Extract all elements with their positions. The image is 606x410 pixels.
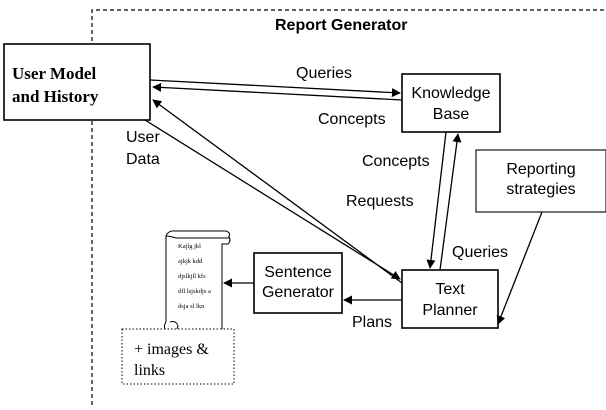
- label-user-data-line2: Data: [126, 151, 160, 168]
- user-model-label-line1: User Model: [12, 64, 96, 83]
- images-links-label-line2: links: [134, 362, 165, 379]
- sentence-generator-node: Sentence Generator: [253, 252, 343, 314]
- images-links-node: + images & links: [121, 328, 235, 385]
- label-concepts-left: Concepts: [318, 111, 386, 128]
- arrow-user-model-to-text-planner: [144, 119, 401, 280]
- document-scroll: Kajlg jkl ajkjk kdd djslkjll kfs dfl lsj…: [163, 230, 231, 333]
- arrow-knowledge-base-to-user-model: [152, 82, 403, 101]
- report-generator-title: Report Generator: [275, 17, 407, 34]
- user-model-label-line2: and History: [12, 87, 99, 106]
- knowledge-base-label-line2: Base: [433, 106, 470, 123]
- knowledge-base-node: Knowledge Base: [401, 73, 501, 133]
- report-generator-boundary: [91, 9, 604, 405]
- label-queries-top: Queries: [296, 65, 352, 82]
- images-links-label-line1: + images &: [134, 341, 209, 358]
- arrow-text-planner-to-user-model: [152, 99, 403, 284]
- arrow-knowledge-base-to-text-planner: [426, 131, 447, 269]
- label-requests: Requests: [346, 193, 414, 210]
- label-plans: Plans: [352, 314, 392, 331]
- text-planner-label-line2: Planner: [422, 302, 478, 319]
- label-queries-right: Queries: [452, 244, 508, 261]
- sentence-generator-label-line1: Sentence: [264, 264, 332, 281]
- document-line-5: dsja sl lkn: [178, 303, 205, 310]
- arrow-text-planner-to-knowledge-base: [439, 133, 462, 271]
- text-planner-node: Text Planner: [401, 269, 499, 329]
- sentence-generator-label-line2: Generator: [262, 284, 335, 301]
- reporting-strategies-label-line1: Reporting: [506, 161, 575, 178]
- user-model-node: User Model and History: [3, 43, 151, 121]
- document-line-2: ajkjk kdd: [178, 258, 203, 265]
- label-concepts-mid: Concepts: [362, 153, 430, 170]
- text-planner-label-line1: Text: [435, 281, 465, 298]
- arrow-reporting-strategies-to-text-planner: [496, 211, 543, 325]
- document-line-4: dfl lsjskdjs a: [178, 288, 211, 295]
- knowledge-base-label-line1: Knowledge: [411, 85, 490, 102]
- document-line-1: Kajlg jkl: [178, 243, 201, 250]
- arrow-user-model-to-knowledge-base: [149, 79, 401, 98]
- label-user-data-line1: User: [126, 129, 160, 146]
- reporting-strategies-label-line2: strategies: [506, 181, 575, 198]
- document-line-3: djslkjll kfs: [178, 273, 206, 280]
- reporting-strategies-node: Reporting strategies: [475, 149, 606, 213]
